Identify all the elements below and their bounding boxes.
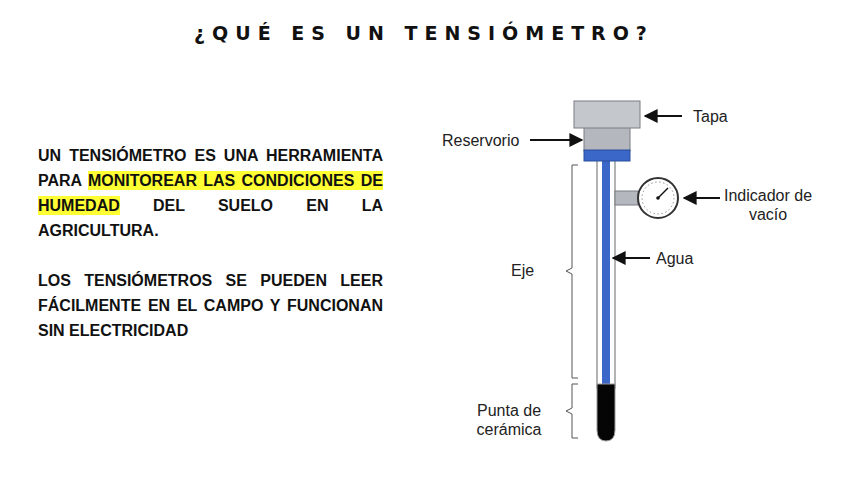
reservoir-water (584, 150, 630, 161)
part-label: Tapa (693, 107, 753, 126)
gauge-scale (642, 182, 674, 214)
gauge-stem (615, 191, 638, 205)
paragraph: LOS TENSIÓMETROS SE PUEDEN LEER FÁCILMEN… (38, 268, 383, 343)
part-label: Indicador de vacío (718, 186, 818, 224)
tube-shaft (597, 160, 615, 388)
reservoir (584, 127, 630, 151)
paragraph-text: LOS TENSIÓMETROS SE PUEDEN LEER FÁCILMEN… (38, 272, 383, 339)
tip-bracket (566, 384, 578, 438)
title-text: ¿QUÉ ES UN TENSIÓMETRO? (194, 22, 654, 44)
ceramic-tip (597, 384, 615, 441)
part-label: Agua (656, 249, 716, 268)
part-label: Punta de cerámica (462, 401, 556, 439)
water-column (602, 160, 610, 388)
part-label: Eje (511, 261, 551, 280)
paragraph: UN TENSIÓMETRO ES UNA HERRAMIENTA PARA M… (38, 143, 383, 243)
part-label: Reservorio (442, 131, 528, 150)
gauge-needle (658, 188, 668, 198)
cap (574, 101, 640, 128)
gauge-pivot (656, 196, 660, 200)
leader-arrow (645, 115, 682, 117)
page-title: ¿QUÉ ES UN TENSIÓMETRO? (0, 22, 848, 44)
leader-arrow (613, 257, 650, 259)
vacuum-gauge (638, 178, 678, 218)
leader-arrow (684, 197, 720, 199)
leader-arrow (530, 139, 582, 141)
shaft-bracket (566, 165, 578, 378)
